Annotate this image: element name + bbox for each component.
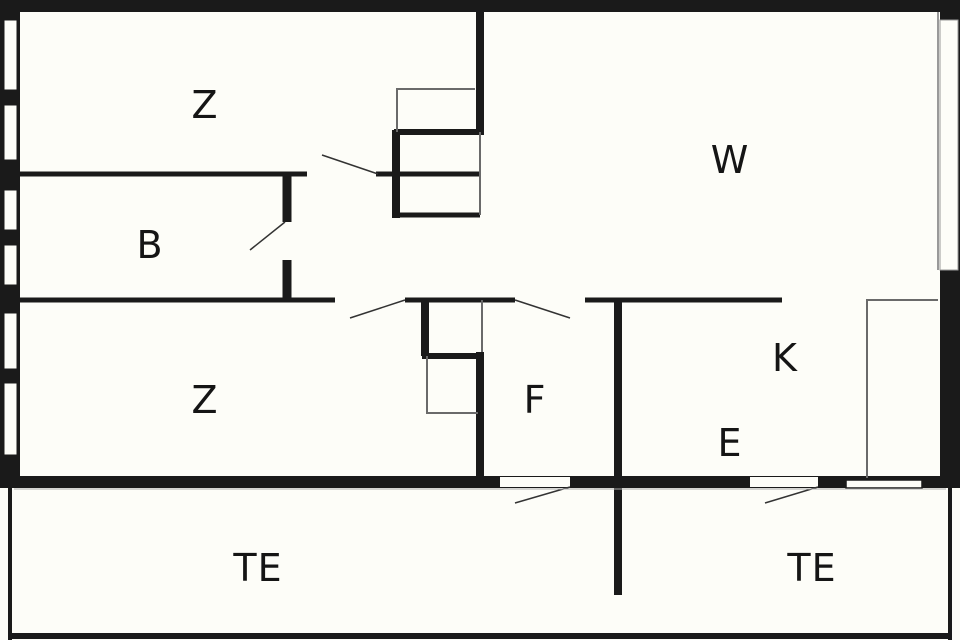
room-label-bedroom-1: Z [191,83,219,127]
left-windows [3,19,18,456]
door-swings [249,154,819,504]
terrace-outline [8,488,952,640]
room-label-terrace-1: TE [233,546,283,590]
room-label-hallway: F [523,378,547,422]
room-label-kitchen: K [772,336,798,380]
interior-walls [20,12,782,595]
room-label-bedroom-2: Z [191,378,219,422]
room-label-living-room: W [710,138,750,182]
room-label-dining: E [717,421,743,465]
door-openings [307,170,818,487]
right-window [937,12,959,271]
fixtures [396,88,938,489]
room-label-terrace-2: TE [787,546,837,590]
room-label-bathroom: B [136,223,164,267]
